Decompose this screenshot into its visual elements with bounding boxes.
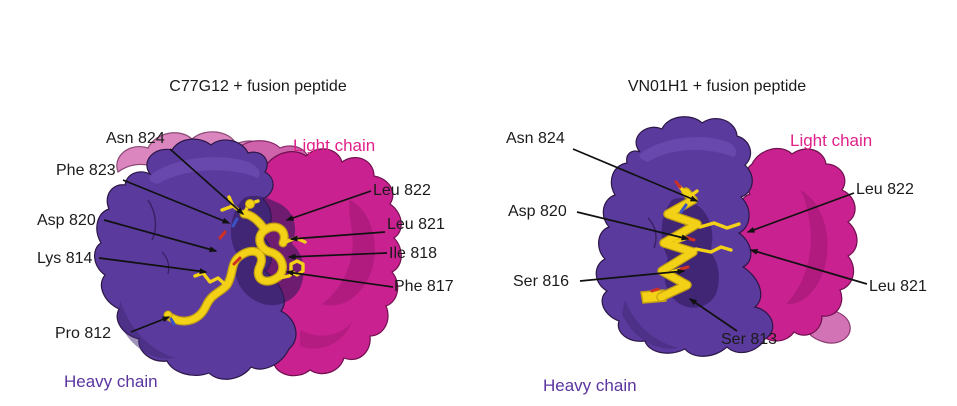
leader-pro812-left (130, 316, 171, 333)
residue-label-leu821-left: Leu 821 (387, 216, 445, 233)
leader-phe823-left (122, 179, 231, 224)
leader-asp820-right (576, 211, 690, 241)
panel-title-left: C77G12 + fusion peptide (169, 78, 347, 95)
residue-label-lys814-left: Lys 814 (37, 250, 93, 267)
leader-asn824-right (572, 148, 699, 202)
leader-leu821-left (289, 231, 386, 242)
panel-right-structure (572, 116, 868, 357)
light-chain-label-left: Light chain (293, 136, 376, 155)
leader-ile818-left (287, 252, 388, 260)
leader-phe817-left (285, 269, 394, 288)
leader-leu822-left (285, 190, 372, 221)
leader-lines-right (572, 148, 868, 332)
heavy-chain-highlight-left (149, 157, 260, 184)
leader-ser813-right (688, 298, 738, 332)
light-chain-label-right: Light chain (790, 131, 873, 150)
heavy-chain-label-left: Heavy chain (64, 372, 158, 391)
leader-asp820-left (103, 219, 218, 253)
leader-leu821-right (749, 248, 868, 285)
residue-label-ser813-right: Ser 813 (721, 331, 778, 348)
panel-title-right: VN01H1 + fusion peptide (627, 78, 807, 95)
leader-asn824-left (169, 148, 245, 215)
heavy-chain-crease-left (147, 199, 157, 241)
peptide-heteroatoms-left (169, 217, 242, 326)
residue-label-ser816-right: Ser 816 (513, 273, 570, 290)
residue-label-asp820-left: Asp 820 (37, 212, 96, 229)
leader-leu822-right (746, 192, 855, 233)
residue-label-pro812-left: Pro 812 (55, 325, 112, 342)
heavy-chain-shading-left (118, 300, 175, 359)
leader-lines-left (98, 148, 394, 333)
residue-label-phe817-left: Phe 817 (394, 278, 454, 295)
residue-label-leu821-right: Leu 821 (869, 278, 927, 295)
heavy-chain-highlight-right (639, 137, 736, 162)
residue-label-asn824-right: Asn 824 (506, 130, 565, 147)
residue-label-leu822-left: Leu 822 (373, 182, 431, 199)
leader-lys814-left (98, 257, 208, 275)
residue-label-asp820-right: Asp 820 (508, 203, 567, 220)
panel-left-structure (94, 131, 402, 380)
residue-label-asn824-left: Asn 824 (106, 130, 165, 147)
light-chain-shading-left (322, 200, 375, 306)
light-chain-shading-right (786, 190, 828, 305)
heavy-chain-crease-right (647, 217, 657, 249)
residue-label-leu822-right: Leu 822 (856, 181, 914, 198)
heavy-chain-shading-right (622, 300, 678, 349)
heavy-chain-label-right: Heavy chain (543, 376, 637, 395)
heavy-chain-crease2-left (161, 251, 170, 275)
residue-label-ile818-left: Ile 818 (389, 245, 438, 262)
light-chain-shading2-left (300, 322, 352, 349)
residue-label-phe823-left: Phe 823 (56, 162, 116, 179)
leader-ser816-right (579, 268, 686, 282)
